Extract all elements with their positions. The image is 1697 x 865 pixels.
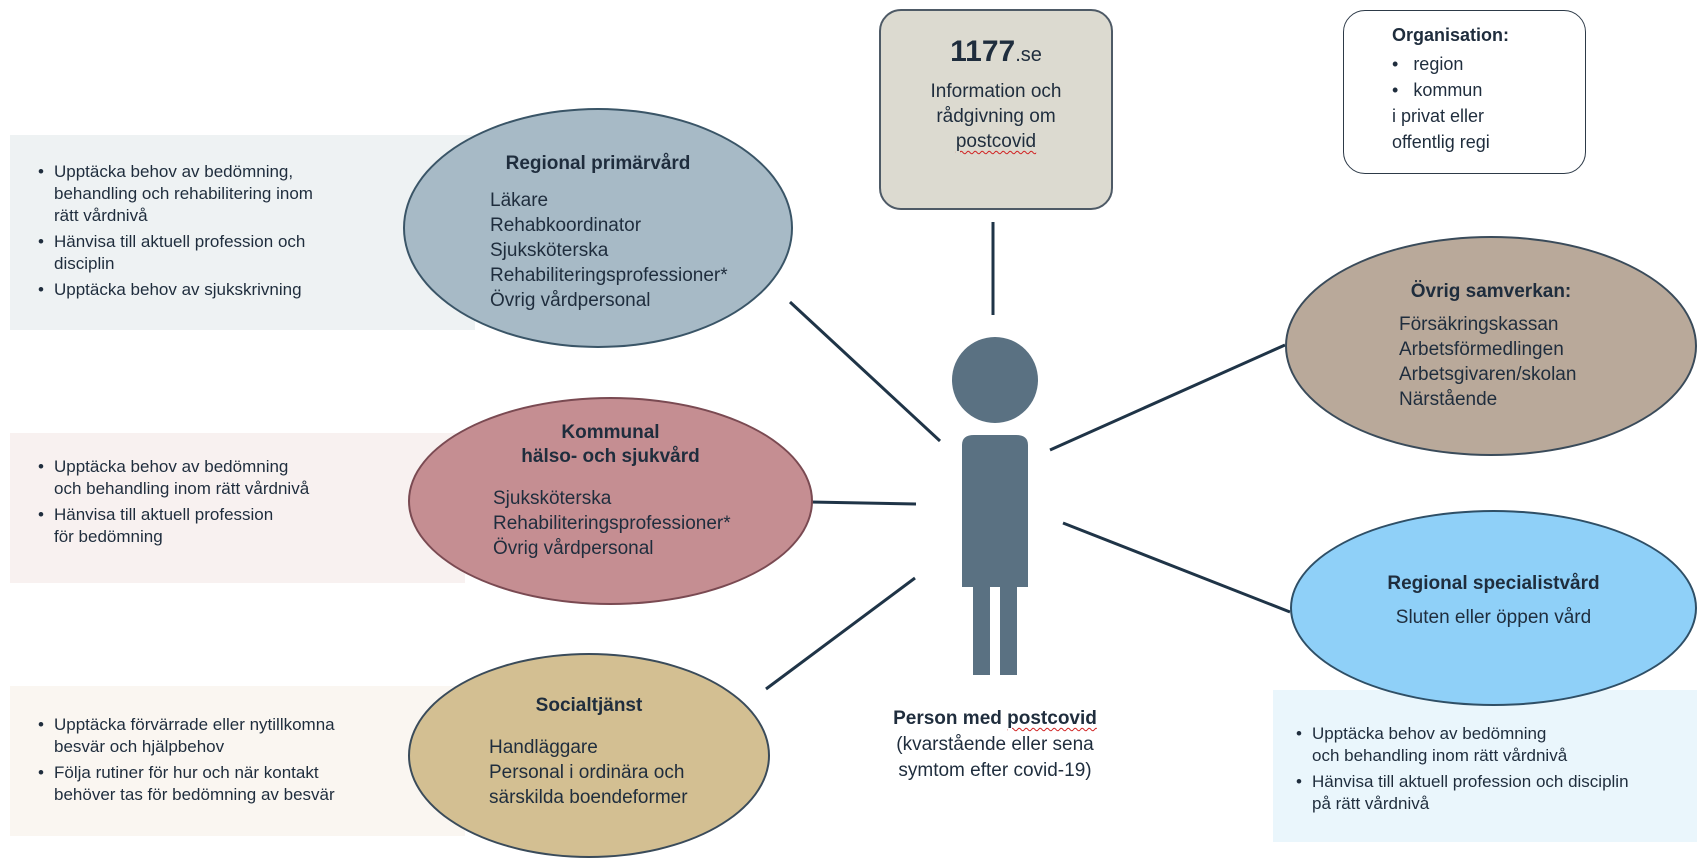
organisation-title: Organisation: (1392, 25, 1510, 45)
organisation-note-2: offentlig regi (1392, 132, 1490, 152)
socialtjanst-bullet: Följa rutiner för hur och när kontaktbeh… (34, 762, 335, 806)
kommunal-items: Sjuksköterska Rehabiliteringsprofessione… (493, 488, 731, 559)
socialtjanst-items: Handläggare Personal i ordinära och särs… (489, 737, 688, 808)
info-line-2: rådgivning om (936, 106, 1056, 127)
line-primarvard (788, 300, 942, 443)
organisation-note-1: i privat eller (1392, 106, 1485, 126)
organisation-box: Organisation: • region • kommun i privat… (1343, 10, 1586, 174)
primarvard-bullet: Upptäcka behov av sjukskrivning (34, 279, 313, 301)
info-line-1: Information och (930, 81, 1062, 102)
samverkan-items: Försäkringskassan Arbetsförmedlingen Arb… (1399, 314, 1577, 410)
kommunal-title: Kommunal hälso- och sjukvård (521, 422, 700, 467)
line-kommunal (809, 500, 917, 506)
specialistvard-title: Regional specialistvård (1387, 573, 1600, 594)
primarvard-title: Regional primärvård (505, 153, 691, 174)
socialtjanst-panel: Upptäcka förvärrade eller nytillkomnabes… (10, 686, 465, 836)
socialtjanst-title: Socialtjänst (535, 695, 643, 716)
socialtjanst-ellipse: Socialtjänst Handläggare Personal i ordi… (408, 653, 770, 858)
samverkan-title: Övrig samverkan: (1410, 281, 1572, 302)
info-line-3: postcovid (955, 131, 1037, 152)
person-label: Person med postcovid (kvarstående eller … (893, 708, 1097, 781)
primarvard-ellipse: Regional primärvård Läkare Rehabkoordina… (403, 108, 793, 348)
kommunal-ellipse: Kommunal hälso- och sjukvård Sjuksköters… (408, 397, 813, 605)
specialistvard-ellipse: Regional specialistvård Sluten eller öpp… (1290, 510, 1697, 706)
line-samverkan (1049, 343, 1286, 452)
line-specialistvard (1062, 521, 1291, 614)
organisation-item-kommun: • kommun (1392, 80, 1483, 100)
primarvard-items: Läkare Rehabkoordinator Sjuksköterska Re… (490, 190, 728, 311)
specialistvard-bullet: Hänvisa till aktuell profession och disc… (1292, 771, 1629, 815)
primarvard-bullet: Hänvisa till aktuell profession ochdisci… (34, 231, 313, 275)
specialistvard-subtitle: Sluten eller öppen vård (1395, 607, 1592, 628)
person-icon (952, 337, 1038, 675)
socialtjanst-bullet: Upptäcka förvärrade eller nytillkomnabes… (34, 714, 335, 758)
brand-1177: 1177.se (950, 35, 1042, 68)
organisation-item-region: • region (1392, 54, 1464, 74)
info-1177-box: 1177.se Information och rådgivning om po… (879, 9, 1113, 210)
line-socialtjanst (765, 576, 916, 691)
primarvard-panel: Upptäcka behov av bedömning,behandling o… (10, 135, 475, 330)
primarvard-bullet: Upptäcka behov av bedömning,behandling o… (34, 161, 313, 227)
samverkan-ellipse: Övrig samverkan: Försäkringskassan Arbet… (1285, 236, 1697, 456)
